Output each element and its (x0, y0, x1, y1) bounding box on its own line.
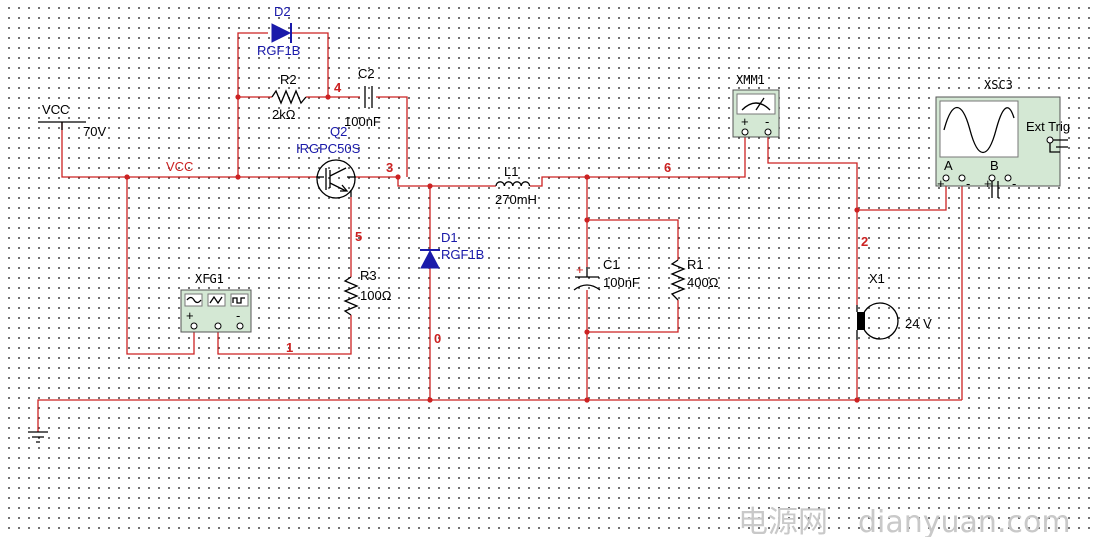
x1-value: 24 V (905, 316, 932, 331)
c1-value: 100nF (603, 275, 640, 290)
watermark-cn: 电源网 (738, 505, 828, 537)
d2-model: RGF1B (257, 43, 300, 58)
node-label-2: 2 (861, 234, 868, 249)
node-label-4: 4 (334, 80, 342, 95)
xfg1-plus: + (186, 308, 194, 323)
x1-ref: X1 (869, 271, 885, 286)
inductor-l1[interactable]: L1 270mH (495, 164, 537, 207)
node-label-5: 5 (355, 229, 362, 244)
watermark-url: dianyuan.com (858, 505, 1071, 537)
r2-ref: R2 (280, 72, 297, 87)
capacitor-c1[interactable]: + C1 100nF (573, 257, 640, 291)
d1-model: RGF1B (441, 247, 484, 262)
l1-ref: L1 (504, 164, 518, 179)
node-label-1: 1 (286, 340, 293, 355)
r1-ref: R1 (687, 257, 704, 272)
igbt-q2[interactable]: Q2 IRGPC50S (296, 124, 361, 199)
d2-ref: D2 (274, 4, 291, 19)
diode-d2[interactable]: D2 RGF1B (257, 4, 300, 58)
vcc-source-value: 70V (83, 124, 106, 139)
r3-ref: R3 (360, 268, 377, 283)
wires (37, 32, 963, 432)
q2-model: IRGPC50S (296, 141, 361, 156)
xmm1-plus: + (741, 114, 749, 129)
function-generator-xfg1[interactable]: + - XFG1 (180, 272, 252, 333)
ground-symbol (28, 431, 48, 443)
node-label-0: 0 (434, 331, 441, 346)
l1-value: 270mH (495, 192, 537, 207)
xsc3-a-plus: + (937, 176, 945, 191)
node-label-6: 6 (664, 160, 671, 175)
c1-ref: C1 (603, 257, 620, 272)
q2-ref: Q2 (330, 124, 347, 139)
c2-ref: C2 (358, 66, 375, 81)
capacitor-c2[interactable]: C2 100nF (344, 66, 381, 129)
node-label-3: 3 (386, 160, 393, 175)
xsc3-b-minus: - (1012, 176, 1016, 191)
vcc-source[interactable]: VCC 70V (38, 102, 106, 139)
r2-value: 2kΩ (272, 107, 296, 122)
c1-plus: + (576, 262, 584, 277)
lamp-x1[interactable]: X1 24 V (856, 271, 932, 340)
resistor-r2[interactable]: R2 2kΩ (271, 72, 307, 122)
r1-value: 400Ω (687, 275, 719, 290)
d1-ref: D1 (441, 230, 458, 245)
xfg1-minus: - (236, 308, 240, 323)
xsc3-ref: XSC3 (984, 78, 1013, 92)
r3-value: 100Ω (360, 288, 392, 303)
xfg1-ref: XFG1 (195, 272, 224, 286)
junction-dots (124, 94, 860, 403)
xmm1-ref: XMM1 (736, 73, 765, 87)
xsc3-b-plus: + (984, 176, 992, 191)
resistor-r3[interactable]: R3 100Ω (343, 268, 392, 316)
xsc3-a-minus: - (966, 176, 970, 191)
xsc3-ext-trig: Ext Trig (1026, 119, 1070, 134)
diode-d1[interactable]: D1 RGF1B (420, 230, 484, 269)
xsc3-channel-b: B (990, 158, 999, 173)
resistor-r1[interactable]: R1 400Ω (670, 257, 719, 301)
watermark: 电源网 dianyuan.com (738, 505, 1071, 537)
xsc3-channel-a: A (944, 158, 953, 173)
xmm1-minus: - (765, 114, 769, 129)
vcc-source-name: VCC (42, 102, 69, 117)
multimeter-xmm1[interactable]: + - XMM1 (732, 73, 780, 138)
c2-value: 100nF (344, 114, 381, 129)
vcc-net-label: VCC (166, 159, 193, 174)
node-labels: 4 3 5 6 2 1 0 (286, 80, 868, 355)
oscilloscope-xsc3[interactable]: Ext Trig A B + - + - XSC3 (935, 78, 1070, 198)
